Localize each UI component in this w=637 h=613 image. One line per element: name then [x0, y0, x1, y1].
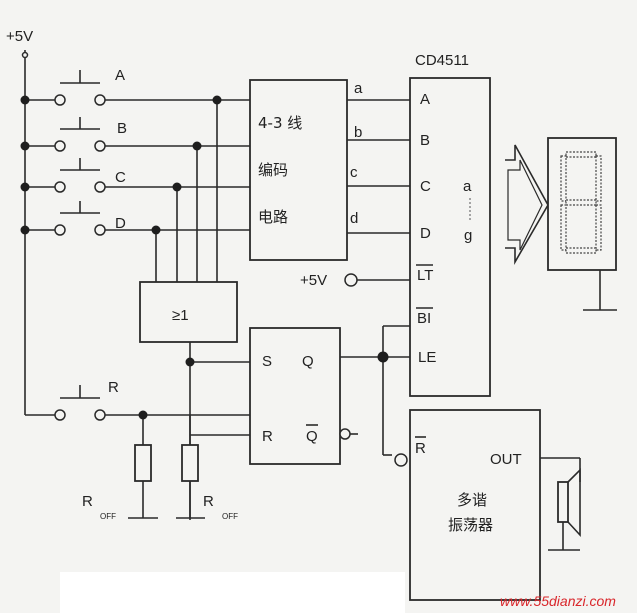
or-gate	[139, 281, 238, 343]
decoder-chip	[409, 77, 491, 397]
switch-r	[54, 385, 250, 421]
decoder-le: LE	[418, 349, 436, 366]
rs-latch	[249, 327, 341, 465]
blank-strip	[60, 572, 405, 613]
watermark: www.55dianzi.com	[500, 593, 616, 609]
encoder-out-d: d	[350, 210, 358, 227]
switch-a	[25, 70, 250, 106]
encoder-out-b: b	[354, 124, 362, 141]
or-gate-label: ≥1	[172, 307, 189, 324]
osc-line1: 多谐	[457, 491, 487, 509]
osc-line2: 振荡器	[448, 516, 493, 534]
switch-c-label: C	[115, 169, 126, 186]
roff-right: R	[203, 493, 214, 510]
roff-right-sub: OFF	[222, 512, 238, 521]
encoder-line2: 编码	[258, 161, 288, 179]
lt-supply-label: +5V	[300, 272, 327, 289]
encoder-block	[249, 79, 348, 261]
encoder-line3: 电路	[258, 208, 288, 226]
decoder-in-a: A	[420, 91, 430, 108]
decoder-out-g: g	[464, 227, 472, 244]
decoder-out-a: a	[463, 178, 472, 195]
latch-r: R	[262, 428, 273, 445]
roff-left: R	[82, 493, 93, 510]
decoder-title: CD4511	[415, 52, 469, 69]
encoder-out-c: c	[350, 164, 358, 181]
encoder-line1: 4-3 线	[258, 114, 302, 132]
latch-q: Q	[302, 353, 314, 370]
encoder-outputs	[347, 99, 410, 234]
decoder-in-d: D	[420, 225, 431, 242]
display-segments	[560, 151, 602, 254]
oscillator-block	[409, 409, 541, 601]
decoder-in-c: C	[420, 178, 431, 195]
decoder-bi: BI	[417, 310, 431, 327]
encoder-out-a: a	[354, 80, 363, 97]
decoder-in-b: B	[420, 132, 430, 149]
switch-b-label: B	[117, 120, 127, 137]
osc-rbar: R	[415, 440, 426, 457]
or-gate-inputs	[151, 95, 222, 282]
resistor-left	[128, 444, 158, 519]
osc-out: OUT	[490, 451, 522, 468]
switch-b	[25, 117, 250, 152]
decoder-lt: LT	[417, 267, 433, 284]
latch-qbar: Q	[306, 428, 318, 445]
latch-s: S	[262, 353, 272, 370]
q-output-net	[340, 325, 410, 467]
switch-a-label: A	[115, 67, 125, 84]
supply-label: +5V	[6, 28, 33, 45]
resistor-right	[176, 444, 205, 519]
speaker-icon	[540, 457, 581, 551]
switch-d-label: D	[115, 215, 126, 232]
roff-left-sub: OFF	[100, 512, 116, 521]
switch-r-label: R	[108, 379, 119, 396]
